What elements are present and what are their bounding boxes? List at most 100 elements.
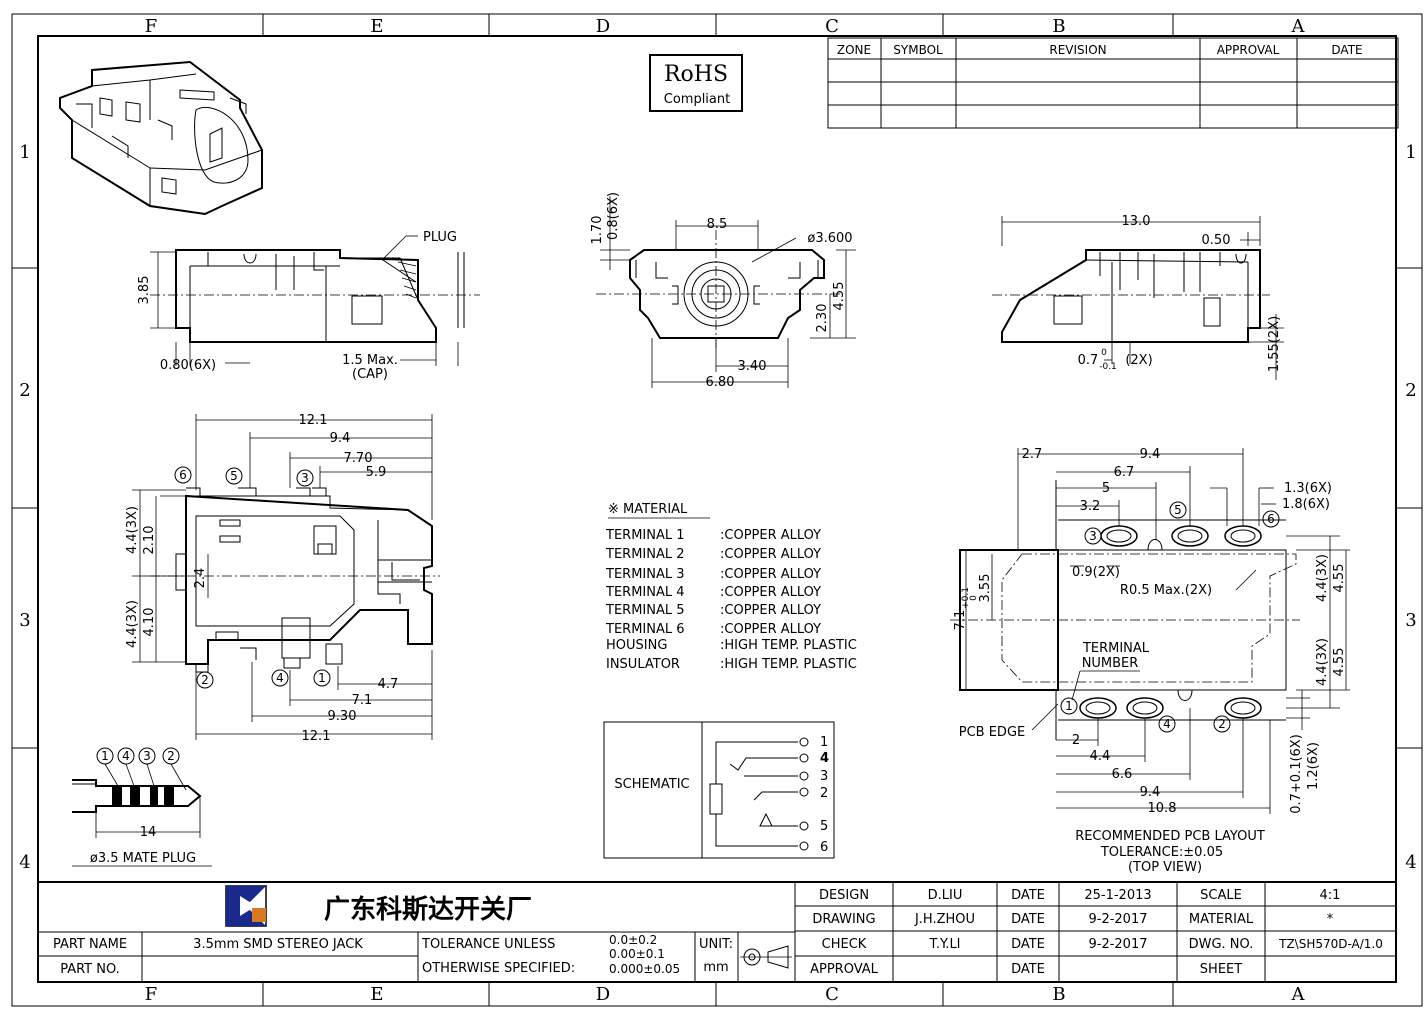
sheet-border: F E D C B A F E D C B A 1 2 3 4 1 2 3 4 bbox=[11, 13, 1423, 1007]
rohs-title: RoHS bbox=[664, 62, 728, 87]
zone-label-left: 4 bbox=[19, 852, 30, 873]
pcb-dim-5: 5 bbox=[1102, 481, 1110, 496]
scale-value: 4:1 bbox=[1320, 888, 1341, 903]
pcb-dim-r0-5: R0.5 Max.(2X) bbox=[1120, 583, 1212, 598]
zone-label-bottom: A bbox=[1291, 984, 1306, 1005]
dim-7-1: 7.1 bbox=[352, 693, 373, 708]
pcb-dim-9-4-top: 9.4 bbox=[1140, 447, 1161, 462]
dim-12-1-top: 12.1 bbox=[299, 413, 328, 428]
zone-label-top: A bbox=[1291, 16, 1306, 37]
part-name-label: PART NAME bbox=[53, 937, 127, 952]
pcb-dim-7-1: 7.1 bbox=[953, 610, 968, 631]
side-view: 3.85 0.80(6X) 1.5 Max. (CAP) PLUG bbox=[137, 230, 480, 382]
zone-label-right: 2 bbox=[1405, 380, 1416, 401]
material-name-8: INSULATOR bbox=[606, 657, 680, 672]
dim-0-7-count: (2X) bbox=[1125, 353, 1152, 368]
dwg-no-label: DWG. NO. bbox=[1189, 937, 1254, 952]
schematic-pin-4: 4 bbox=[820, 751, 829, 766]
material-name-2: TERMINAL 2 bbox=[605, 547, 685, 562]
sheet-label: SHEET bbox=[1200, 962, 1242, 977]
schematic-pin-3: 3 bbox=[820, 769, 828, 784]
dim-5-9: 5.9 bbox=[366, 465, 387, 480]
material-label: MATERIAL bbox=[1189, 912, 1254, 927]
mate-plug: 14 1 4 3 2 ø3.5 MATE PLUG bbox=[72, 747, 212, 867]
top-pin-4: 4 bbox=[276, 671, 284, 685]
design-label: DESIGN bbox=[819, 888, 869, 903]
schematic-pin-6: 6 bbox=[820, 840, 828, 855]
check-value: T.Y.LI bbox=[928, 937, 960, 952]
plug-length: 14 bbox=[140, 825, 157, 840]
material-value: * bbox=[1327, 912, 1334, 927]
zone-label-top: E bbox=[370, 16, 383, 37]
pcb-dim-0-7-6x: 0.7+0.1(6X) bbox=[1289, 734, 1304, 814]
pcb-dim-1-3-6x: 1.3(6X) bbox=[1284, 481, 1332, 496]
dim-0-7: 0.7 bbox=[1078, 353, 1099, 368]
schematic-pin-5: 5 bbox=[820, 819, 828, 834]
rohs-subtitle: Compliant bbox=[664, 92, 730, 107]
unit-label: UNIT: bbox=[699, 937, 733, 952]
right-side-view: 13.0 0.50 0.7 0 -0.1 (2X) 1.55(2X) bbox=[992, 214, 1284, 380]
plug-pin-1: 1 bbox=[101, 749, 109, 763]
material-value-2: :COPPER ALLOY bbox=[720, 547, 821, 562]
date-label: DATE bbox=[1011, 962, 1045, 977]
zone-label-top: F bbox=[145, 16, 158, 37]
part-name-value: 3.5mm SMD STEREO JACK bbox=[193, 937, 363, 952]
material-name-6: TERMINAL 6 bbox=[605, 622, 685, 637]
design-value: D.LIU bbox=[928, 888, 963, 903]
pcb-dim-10-8: 10.8 bbox=[1148, 801, 1177, 816]
top-view: 12.1 9.4 7.70 5.9 4.4(3X) 2.10 4.4(3X) 4… bbox=[125, 413, 440, 744]
dim-8-5: 8.5 bbox=[707, 217, 728, 232]
tolerance-value-2: 0.00±0.1 bbox=[609, 947, 665, 961]
pcb-dim-4-55-lower: 4.55 bbox=[1332, 648, 1347, 677]
material-name-3: TERMINAL 3 bbox=[605, 567, 685, 582]
material-list: ※ MATERIAL TERMINAL 1 :COPPER ALLOY TERM… bbox=[605, 502, 857, 672]
dim-13-0: 13.0 bbox=[1122, 214, 1151, 229]
pcb-pin-3: 3 bbox=[1089, 529, 1097, 543]
material-name-5: TERMINAL 5 bbox=[605, 603, 685, 618]
dim-4-10: 4.10 bbox=[142, 608, 157, 637]
pcb-pin-1: 1 bbox=[1065, 699, 1073, 713]
pcb-dim-7-1-tol-lower: 0 bbox=[969, 595, 979, 601]
pcb-caption-tolerance: TOLERANCE:±0.05 bbox=[1100, 845, 1223, 860]
pcb-dim-3-2: 3.2 bbox=[1080, 499, 1101, 514]
pcb-dim-6-6: 6.6 bbox=[1112, 767, 1133, 782]
dim-0-50: 0.50 bbox=[1202, 233, 1231, 248]
pcb-pin-6: 6 bbox=[1267, 512, 1275, 526]
pcb-dim-4-4: 4.4 bbox=[1090, 749, 1111, 764]
tolerance-label-2: OTHERWISE SPECIFIED: bbox=[422, 961, 575, 976]
revision-header-zone: ZONE bbox=[837, 43, 871, 57]
company-logo bbox=[225, 885, 267, 927]
dim-0-7-tol-lower: -0.1 bbox=[1099, 362, 1117, 372]
revision-header-symbol: SYMBOL bbox=[893, 43, 943, 57]
dim-12-1-bottom: 12.1 bbox=[302, 729, 331, 744]
material-value-4: :COPPER ALLOY bbox=[720, 585, 821, 600]
approval-label: APPROVAL bbox=[810, 962, 879, 977]
pcb-caption-title: RECOMMENDED PCB LAYOUT bbox=[1075, 829, 1265, 844]
pcb-dim-4-4-3x-upper: 4.4(3X) bbox=[1315, 554, 1330, 602]
front-view: 8.5 ø3.600 1.70 0.8(6X) 2.30 4.55 3.40 6… bbox=[590, 192, 856, 390]
pcb-dim-2-7: 2.7 bbox=[1022, 447, 1043, 462]
dim-diameter: ø3.600 bbox=[807, 231, 852, 246]
material-title: ※ MATERIAL bbox=[608, 502, 688, 517]
schematic-pin-1: 1 bbox=[820, 735, 828, 750]
schematic: SCHEMATIC 1 4 3 2 5 6 bbox=[603, 721, 835, 859]
zone-label-bottom: B bbox=[1052, 984, 1065, 1005]
plug-caption: ø3.5 MATE PLUG bbox=[90, 851, 196, 866]
zone-label-top: C bbox=[825, 16, 839, 37]
zone-label-right: 3 bbox=[1405, 610, 1416, 631]
zone-label-bottom: F bbox=[145, 984, 158, 1005]
dim-3-40: 3.40 bbox=[738, 359, 767, 374]
zone-label-bottom: D bbox=[596, 984, 610, 1005]
pcb-dim-3-55: 3.55 bbox=[978, 574, 993, 603]
zone-label-top: D bbox=[596, 16, 610, 37]
revision-header-date: DATE bbox=[1331, 43, 1362, 57]
pcb-dim-2: 2 bbox=[1072, 733, 1080, 748]
material-name-7: HOUSING bbox=[606, 638, 667, 653]
pcb-pin-5: 5 bbox=[1174, 503, 1182, 517]
projection-symbol-icon bbox=[740, 945, 792, 969]
tolerance-value-1: 0.0±0.2 bbox=[609, 933, 657, 947]
pcb-caption-view: (TOP VIEW) bbox=[1128, 860, 1202, 875]
dim-9-4-top: 9.4 bbox=[330, 431, 351, 446]
dim-4-55: 4.55 bbox=[832, 282, 847, 311]
